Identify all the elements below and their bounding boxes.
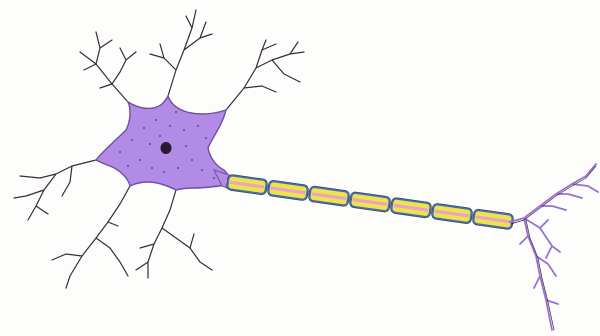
cell-body	[96, 96, 232, 190]
dendrite-lower-left	[52, 186, 130, 288]
myelin-segment	[431, 203, 473, 224]
dendrite-left	[14, 160, 96, 220]
axon-terminals	[510, 164, 598, 330]
myelin-segment	[226, 174, 268, 195]
dendrite-lower-middle	[136, 190, 212, 278]
axon	[226, 174, 514, 230]
myelin-segment	[390, 197, 432, 218]
myelin-segment	[308, 185, 350, 206]
nucleus	[161, 142, 172, 154]
dendrite-top	[150, 10, 212, 96]
myelin-sheath	[226, 174, 514, 230]
myelin-segment	[267, 180, 309, 201]
dendrite-upper-right	[226, 40, 304, 110]
myelin-segment	[349, 191, 391, 212]
myelin-segment	[472, 209, 514, 230]
terminal-trunk	[510, 164, 596, 222]
terminal-branch-lower	[520, 218, 558, 330]
dendrite-upper-left	[80, 32, 136, 102]
